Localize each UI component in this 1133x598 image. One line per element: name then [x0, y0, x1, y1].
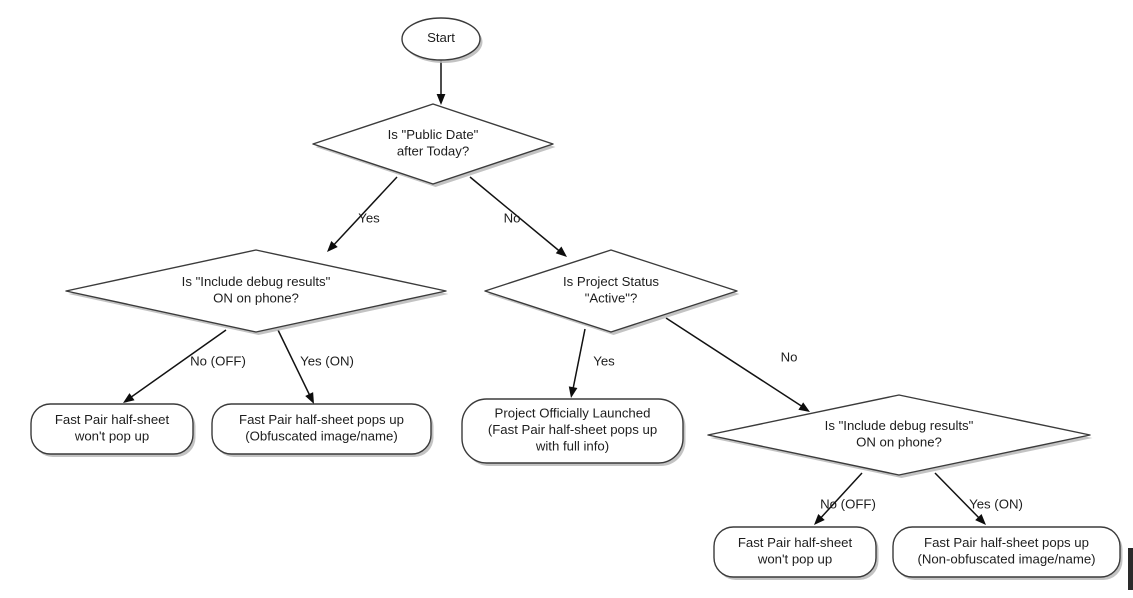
edge-project-status-yes: Yes	[568, 328, 615, 398]
node-decision-debug-left: Is "Include debug results"ON on phone?	[65, 249, 449, 335]
node-label: Start	[427, 30, 455, 45]
arrowhead-icon	[555, 246, 567, 257]
node-outline	[312, 103, 554, 185]
node-outline	[892, 526, 1121, 578]
node-outline	[707, 394, 1091, 476]
edge-line	[571, 328, 586, 395]
node-result-right-yes: Fast Pair half-sheet pops up(Non-obfusca…	[892, 526, 1123, 580]
edge-line	[329, 176, 398, 250]
node-outline	[30, 403, 194, 455]
node-label: Fast Pair half-sheet pops up(Non-obfusca…	[917, 535, 1095, 567]
arrowhead-icon	[123, 393, 135, 403]
edge-public-date-yes: Yes	[327, 176, 398, 252]
arrowhead-icon	[975, 514, 986, 525]
right-edge-mark	[1128, 548, 1133, 590]
arrowhead-icon	[436, 94, 446, 105]
artifact-layer	[1128, 548, 1133, 590]
edge-label: Yes	[593, 353, 615, 368]
edge-line	[126, 329, 227, 401]
node-outline	[65, 249, 447, 333]
arrowhead-icon	[798, 402, 810, 412]
edge-project-status-no: No	[665, 317, 810, 412]
edge-label: Yes (ON)	[969, 496, 1023, 511]
nodes-layer: Start Is "Public Date"after Today? Is "Inc…	[30, 17, 1123, 580]
node-outline	[484, 249, 738, 333]
node-label: Is "Include debug results"ON on phone?	[182, 274, 331, 306]
arrowhead-icon	[814, 513, 825, 525]
node-start: Start	[401, 17, 483, 63]
node-outline	[713, 526, 877, 578]
node-outline	[211, 403, 432, 455]
edge-debug-right-no-off: No (OFF)	[814, 472, 876, 525]
edge-label: Yes	[358, 210, 380, 225]
node-result-launched: Project Officially Launched(Fast Pair ha…	[461, 398, 686, 466]
node-label: Is Project Status"Active"?	[563, 274, 659, 306]
edge-debug-right-yes-on: Yes (ON)	[934, 472, 1023, 525]
edge-label: No	[781, 349, 798, 364]
node-result-left-yes: Fast Pair half-sheet pops up(Obfuscated …	[211, 403, 434, 457]
arrowhead-icon	[568, 386, 578, 398]
edge-start-to-public-date	[436, 60, 446, 105]
edge-label: No (OFF)	[190, 353, 246, 368]
node-decision-project-status: Is Project Status"Active"?	[484, 249, 740, 335]
edge-line	[934, 472, 984, 523]
node-outline	[461, 398, 684, 464]
node-outline	[401, 17, 481, 61]
node-label: Fast Pair half-sheet pops up(Obfuscated …	[239, 412, 404, 444]
edge-label: No (OFF)	[820, 496, 876, 511]
arrowhead-icon	[327, 240, 338, 252]
edge-debug-left-yes-on: Yes (ON)	[277, 329, 354, 404]
node-decision-public-date: Is "Public Date"after Today?	[312, 103, 556, 187]
edge-line	[816, 472, 863, 523]
node-decision-debug-right: Is "Include debug results"ON on phone?	[707, 394, 1093, 478]
edge-label: Yes (ON)	[300, 353, 354, 368]
node-label: Is "Include debug results"ON on phone?	[825, 418, 974, 450]
edge-label: No	[504, 210, 521, 225]
node-label: Is "Public Date"after Today?	[388, 127, 479, 159]
edge-public-date-no: No	[469, 176, 567, 257]
edge-debug-left-no-off: No (OFF)	[123, 329, 246, 403]
node-label: Project Officially Launched(Fast Pair ha…	[488, 406, 657, 454]
edge-line	[665, 317, 807, 410]
edge-line	[277, 329, 313, 401]
edge-line	[469, 176, 564, 255]
arrowhead-icon	[305, 392, 314, 404]
